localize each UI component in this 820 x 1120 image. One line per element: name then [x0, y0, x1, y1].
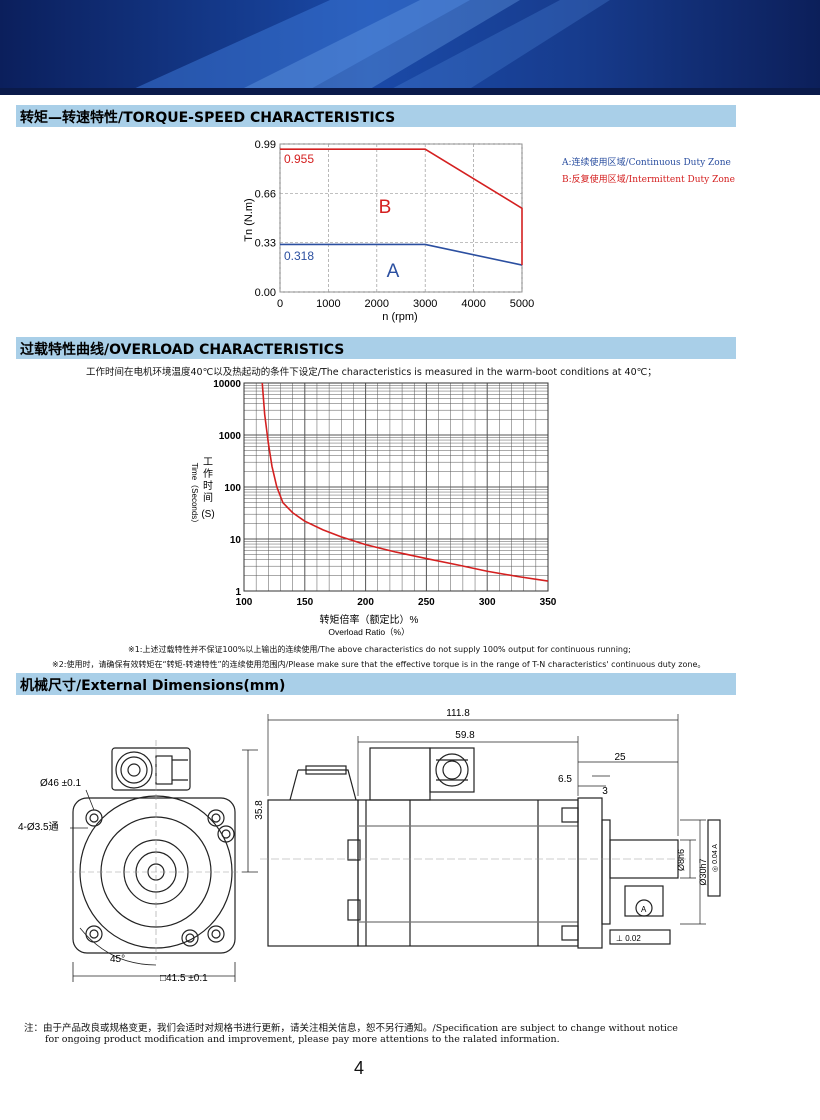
footer-note-line2: for ongoing product modification and imp…	[45, 1034, 560, 1045]
overload-y-tick: 1000	[219, 431, 242, 442]
torque-x-tick: 1000	[316, 298, 340, 310]
dim-perpendicularity: ⊥ 0.02	[616, 934, 641, 943]
section-title-torque: 转矩—转速特性/TORQUE-SPEED CHARACTERISTICS	[20, 110, 396, 126]
legend-intermittent-zone: B:反复使用区域/Intermittent Duty Zone	[562, 175, 735, 185]
flange-side	[577, 797, 603, 949]
footer-note-line1: 注：由于产品改良或规格变更，我们会适时对规格书进行更新，请关注相关信息，恕不另行…	[24, 1023, 678, 1034]
overload-y-tick: 100	[224, 483, 241, 494]
datum-a: A	[641, 905, 647, 914]
dim-body-length: 59.8	[455, 730, 475, 741]
note-1: ※1:上述过载特性并不保证100%以上输出的连续使用/The above cha…	[128, 645, 631, 654]
side-connector	[369, 747, 475, 801]
overload-x-tick: 300	[479, 597, 496, 608]
torque-speed-chart: 0 1000 2000 3000 4000 5000 0.00 0.33 0.66 0.99 Tn…	[243, 139, 534, 323]
section-header-overload: 过载特性曲线/OVERLOAD CHARACTERISTICS	[16, 337, 736, 359]
torque-y-tick: 0.66	[255, 188, 276, 200]
overload-y-label-en: Time（Seconds）	[190, 463, 199, 528]
overload-y-tick: 10	[230, 535, 242, 546]
torque-x-tick: 4000	[461, 298, 485, 310]
overload-x-tick: 250	[418, 597, 435, 608]
overload-y-tick: 10000	[213, 379, 241, 390]
torque-x-tick: 0	[277, 298, 283, 310]
dim-height: 35.8	[254, 800, 265, 820]
flange-square	[72, 797, 236, 954]
zone-a-value: 0.318	[284, 249, 314, 263]
mount-holes	[85, 809, 235, 947]
overload-chart: 100 150 200 250 300 350 1 10 100 1000 10000 转矩倍率（额…	[190, 379, 557, 637]
side-view-drawing: 111.8 59.8 25 6.5 3 Ø8h6 Ø30h7 ◎ 0.04 A …	[260, 708, 721, 949]
dim-angle: 45°	[110, 954, 125, 965]
zone-b-letter: B	[379, 197, 392, 218]
note-2: ※2:使用时，请确保有效转矩在“转矩-转速特性”的连续使用范围内/Please …	[52, 660, 706, 669]
overload-y-label-cn: 工作时间	[203, 457, 213, 504]
section-header-torque: 转矩—转速特性/TORQUE-SPEED CHARACTERISTICS	[16, 105, 736, 127]
section-header-dimensions: 机械尺寸/External Dimensions(mm)	[16, 673, 736, 695]
front-view-drawing: Ø46 ±0.1 4-Ø3.5通 45° □41.5 ±0.1 35.8	[18, 740, 265, 984]
overload-x-label-cn: 转矩倍率（额定比）%	[320, 613, 419, 626]
torque-x-tick: 5000	[510, 298, 534, 310]
dim-shaft-diameter: Ø8h6	[676, 849, 686, 871]
dim-pilot-diameter: Ø30h7	[698, 858, 708, 885]
torque-y-tick: 0.33	[255, 238, 276, 250]
encoder-housing	[267, 799, 359, 947]
overload-x-tick: 100	[236, 597, 253, 608]
torque-y-tick: 0.99	[255, 139, 276, 151]
zone-a-letter: A	[387, 261, 400, 282]
dim-square: □41.5 ±0.1	[160, 973, 208, 984]
dim-concentricity: ◎ 0.04 A	[712, 844, 719, 872]
torque-plot-frame	[279, 143, 523, 293]
overload-plot-frame	[243, 382, 549, 592]
dim-mount-holes: 4-Ø3.5通	[18, 821, 59, 833]
dim-flange-diameter: Ø46 ±0.1	[40, 778, 82, 789]
overload-y-label-unit: (S)	[201, 509, 214, 520]
legend-continuous-zone: A:连续使用区域/Continuous Duty Zone	[562, 158, 731, 168]
torque-x-tick: 2000	[365, 298, 389, 310]
dim-pilot-length: 6.5	[558, 774, 572, 785]
torque-series-a	[280, 243, 523, 266]
overload-curve	[261, 382, 549, 582]
dim-shaft-length: 25	[614, 752, 626, 763]
overload-x-tick: 200	[357, 597, 374, 608]
overload-x-tick: 150	[296, 597, 313, 608]
overload-y-tick: 1	[235, 587, 241, 598]
section-title-dimensions: 机械尺寸/External Dimensions(mm)	[20, 678, 286, 694]
motor-body	[357, 799, 579, 947]
dim-total-length: 111.8	[446, 708, 470, 719]
dim-flange-thickness: 3	[602, 786, 608, 797]
torque-x-tick: 3000	[413, 298, 437, 310]
zone-b-value: 0.955	[284, 152, 314, 166]
connector-plug	[111, 747, 191, 791]
overload-intro: 工作时间在电机环境温度40℃以及热起动的条件下设定/The characteri…	[86, 367, 657, 378]
torque-y-label: Tn (N.m)	[243, 198, 255, 241]
overload-x-label-en: Overload Ratio（%）	[328, 627, 409, 637]
overload-x-tick: 350	[540, 597, 557, 608]
header-banner	[0, 0, 820, 95]
torque-x-label: n (rpm)	[382, 311, 417, 323]
torque-series-b	[280, 148, 523, 266]
page-number: 4	[354, 1058, 365, 1078]
section-title-overload: 过载特性曲线/OVERLOAD CHARACTERISTICS	[20, 342, 345, 358]
torque-y-tick: 0.00	[255, 287, 276, 299]
